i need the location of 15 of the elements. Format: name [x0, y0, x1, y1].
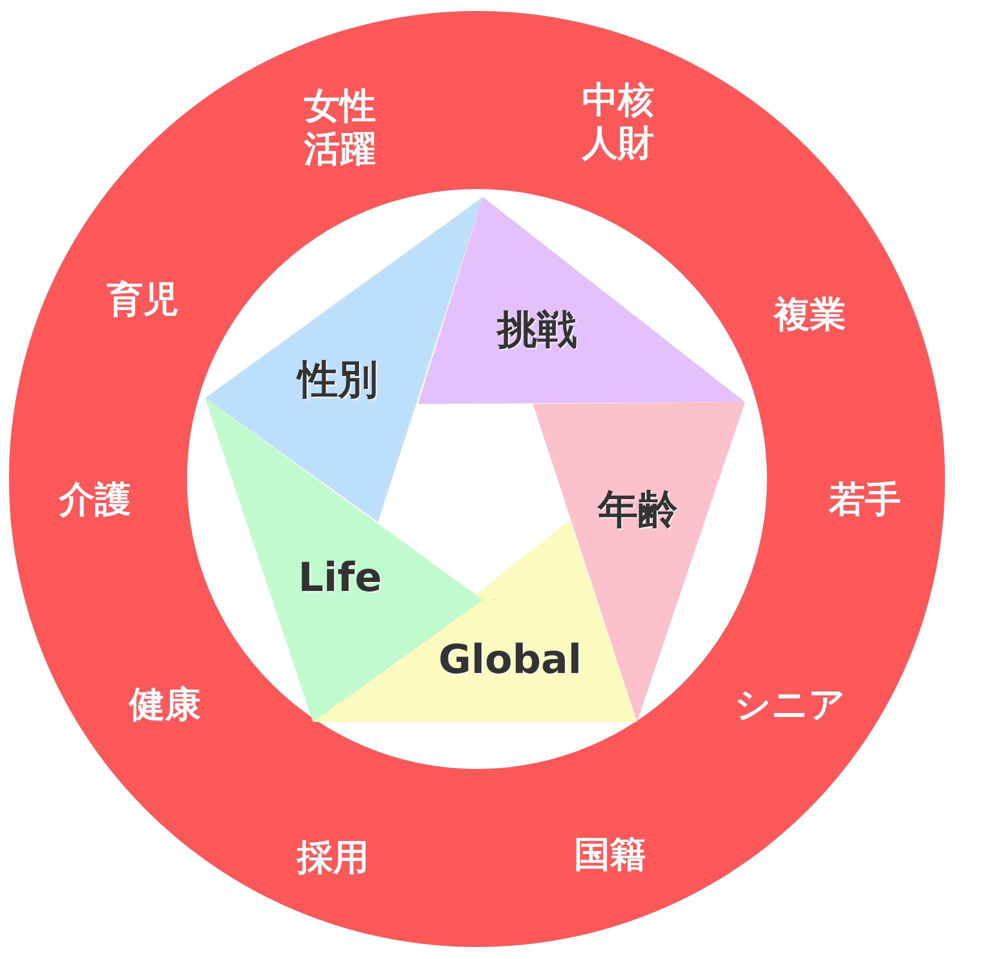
segment-label: 性別	[298, 356, 378, 404]
ring-label: 女性活躍	[302, 84, 377, 172]
ring-label: 国籍	[574, 833, 646, 877]
ring-label: 介護	[59, 478, 131, 522]
ring-label: 健康	[129, 683, 201, 727]
ring-label: 若手	[829, 478, 901, 522]
ring-label: 中核人財	[580, 78, 655, 166]
segment-label: Life	[298, 554, 382, 602]
ring-label: 採用	[297, 836, 369, 880]
segment-label: 年齢	[598, 486, 678, 534]
segment-label: 挑戦	[497, 306, 577, 354]
ring-label: 育児	[107, 278, 179, 322]
ring-label: シニア	[734, 683, 846, 727]
ring-label: 複業	[774, 293, 846, 337]
segment-label: Global	[438, 636, 582, 684]
